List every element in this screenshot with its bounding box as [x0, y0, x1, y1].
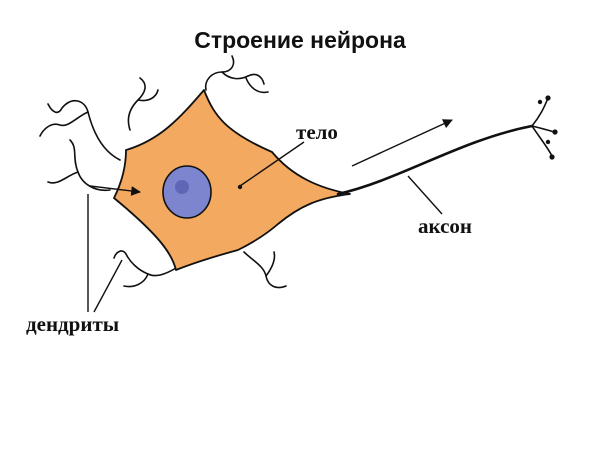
dendrite-top-branch-tip — [245, 77, 269, 94]
axon-terminal-lower — [531, 125, 553, 157]
axon — [336, 97, 555, 196]
diagram-title: Строение нейрона — [194, 27, 406, 53]
dendrite-top — [204, 55, 235, 91]
axon-terminal-mid — [531, 125, 555, 133]
dendrite-left-lower-branch — [47, 171, 79, 184]
nucleus — [162, 165, 212, 219]
dendrites — [39, 55, 287, 289]
axon-pointer — [407, 175, 443, 215]
dendrite-top-branch — [221, 71, 265, 85]
axon-label: аксон — [418, 214, 472, 238]
dendrites-pointer-right — [93, 259, 123, 313]
dendrite-bottom-right-branch — [265, 251, 276, 277]
dendrite-top-left — [127, 77, 146, 131]
cell-body — [113, 89, 351, 271]
nucleolus — [175, 180, 189, 194]
axon-terminal-main — [531, 97, 549, 127]
axon-line — [336, 124, 534, 196]
dendrite-arrow — [89, 185, 141, 196]
body-pointer — [239, 141, 305, 187]
dendrite-bottom-right — [243, 251, 287, 289]
body-pointer-dot — [237, 184, 243, 190]
dendrites-label: дендриты — [26, 312, 120, 336]
pointers — [87, 119, 453, 313]
dendrite-top-left-branch — [137, 89, 159, 102]
axon-terminal-dots — [537, 95, 558, 160]
dendrite-bottom-left-branch — [123, 273, 149, 288]
body-label: тело — [296, 120, 338, 144]
axon-arrow — [351, 119, 453, 167]
dendrite-bottom-left — [113, 250, 177, 277]
dendrite-left-branch — [39, 111, 89, 137]
dendrite-left — [47, 100, 121, 161]
